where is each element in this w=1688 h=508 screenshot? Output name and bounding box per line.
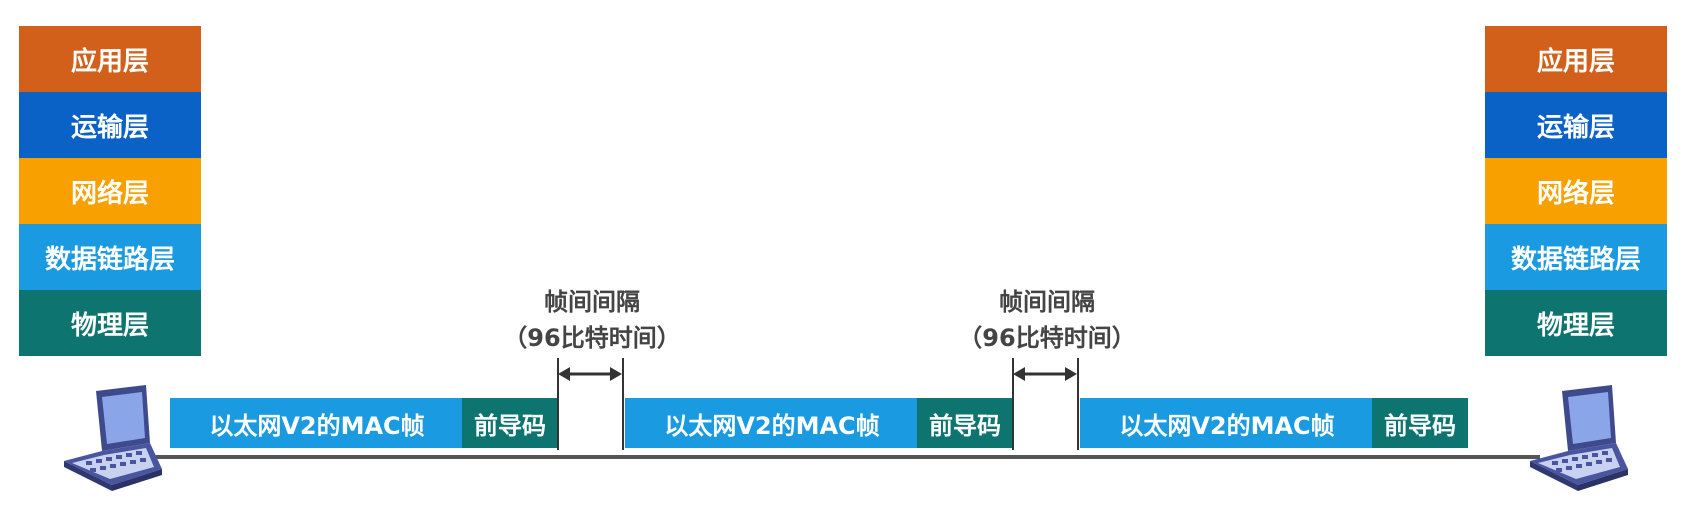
protocol-stack-left: 应用层 运输层 网络层 数据链路层 物理层 [19,26,201,356]
layer-application: 应用层 [1485,26,1667,92]
mac-frame-3: 以太网V2的MAC帧 [1080,398,1374,448]
gap-boundary-line [1012,358,1014,450]
gap-title: 帧间间隔 [544,288,640,316]
layer-physical: 物理层 [1485,290,1667,356]
layer-application: 应用层 [19,26,201,92]
layer-physical: 物理层 [19,290,201,356]
transmission-medium [150,455,1540,459]
layer-transport: 运输层 [1485,92,1667,158]
gap-boundary-line [622,358,624,450]
gap-duration: （96比特时间） [958,324,1136,352]
gap-title: 帧间间隔 [999,288,1095,316]
double-arrow-icon [1013,367,1077,381]
double-arrow-icon [558,367,622,381]
mac-frame-1: 以太网V2的MAC帧 [170,398,464,448]
layer-datalink: 数据链路层 [1485,224,1667,290]
layer-network: 网络层 [19,158,201,224]
layer-datalink: 数据链路层 [19,224,201,290]
gap-label-2: 帧间间隔 （96比特时间） [947,284,1147,356]
mac-frame-2: 以太网V2的MAC帧 [625,398,919,448]
gap-boundary-line [557,358,559,450]
layer-transport: 运输层 [19,92,201,158]
protocol-stack-right: 应用层 运输层 网络层 数据链路层 物理层 [1485,26,1667,356]
preamble-1: 前导码 [462,398,558,448]
gap-boundary-line [1077,358,1079,450]
gap-duration: （96比特时间） [503,324,681,352]
layer-network: 网络层 [1485,158,1667,224]
preamble-2: 前导码 [917,398,1013,448]
laptop-icon [64,385,162,491]
laptop-icon [1530,385,1628,491]
gap-label-1: 帧间间隔 （96比特时间） [492,284,692,356]
preamble-3: 前导码 [1372,398,1468,448]
